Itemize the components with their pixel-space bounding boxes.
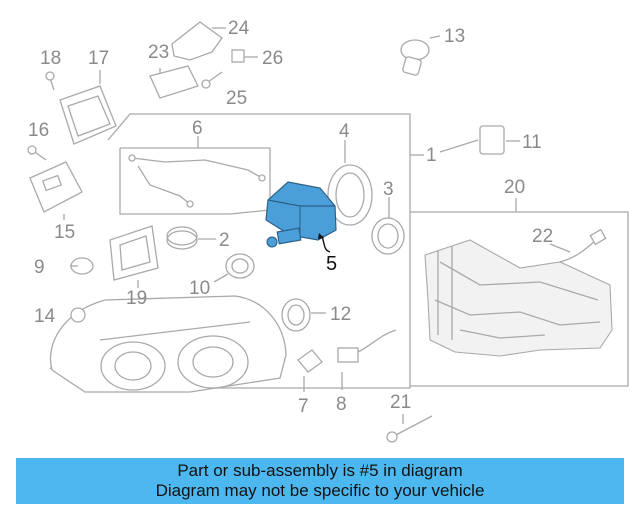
callout-3: 3	[383, 179, 394, 200]
callout-20: 20	[504, 177, 525, 198]
part-17-ballast	[59, 70, 117, 145]
part-3-ring	[371, 197, 405, 255]
callout-22: 22	[532, 226, 553, 247]
part-13-bulb	[400, 35, 441, 76]
callout-19: 19	[126, 288, 147, 309]
callout-6: 6	[192, 118, 203, 139]
part-21-bolt	[386, 414, 433, 443]
part-8-harness	[337, 329, 397, 390]
banner-line-2: Diagram may not be specific to your vehi…	[155, 481, 485, 500]
callout-7: 7	[298, 396, 309, 417]
callout-18: 18	[40, 48, 61, 69]
headlamp-housing-drawing	[49, 295, 287, 393]
part-14-cap	[70, 307, 86, 323]
part-15-module	[29, 161, 83, 220]
callout-5: 5	[326, 253, 337, 275]
part-20-frame	[410, 198, 629, 387]
callout-12: 12	[330, 304, 351, 325]
part-6-frame	[119, 136, 271, 215]
part-25-screw	[201, 71, 223, 89]
callout-14: 14	[34, 306, 56, 327]
callout-11: 11	[522, 132, 542, 153]
callout-16: 16	[28, 120, 49, 141]
callout-24: 24	[228, 18, 250, 39]
callout-17: 17	[88, 48, 109, 69]
part-5-leveling-motor	[265, 181, 337, 253]
part-10-socket	[213, 253, 255, 283]
callout-4: 4	[339, 121, 350, 142]
callout-26: 26	[262, 48, 283, 69]
callout-2: 2	[219, 230, 230, 251]
banner-line-1: Part or sub-assembly is #5 in diagram	[177, 461, 463, 480]
callout-1: 1	[426, 145, 437, 166]
part-23-module	[149, 65, 199, 99]
info-banner-background	[16, 458, 624, 504]
part-9-bulb	[70, 257, 94, 275]
callout-9: 9	[34, 257, 45, 278]
part-7-bulb	[297, 349, 323, 392]
part-16-screw	[27, 145, 47, 161]
part-11-bulb	[439, 125, 520, 155]
callout-8: 8	[336, 394, 347, 415]
callout-23: 23	[148, 42, 169, 63]
callout-13: 13	[444, 26, 465, 47]
parts-diagram: 1 2 3 4 5 6 7 8 9 10 11 12 13 14 15 16 1…	[27, 18, 629, 443]
part-22-connector	[549, 228, 607, 263]
part-4-ring	[327, 140, 373, 226]
part-12-socket	[281, 298, 326, 332]
part-18-screw	[45, 71, 55, 91]
callout-15: 15	[54, 222, 75, 243]
part-26-clip	[231, 49, 258, 63]
part-2-cap	[166, 226, 216, 250]
callout-10: 10	[189, 278, 210, 299]
callout-21: 21	[390, 392, 411, 413]
part-19-gasket	[109, 225, 159, 288]
info-banner: Part or sub-assembly is #5 in diagram Di…	[16, 458, 624, 504]
callout-25: 25	[226, 88, 247, 109]
part-24-bracket	[171, 21, 226, 61]
